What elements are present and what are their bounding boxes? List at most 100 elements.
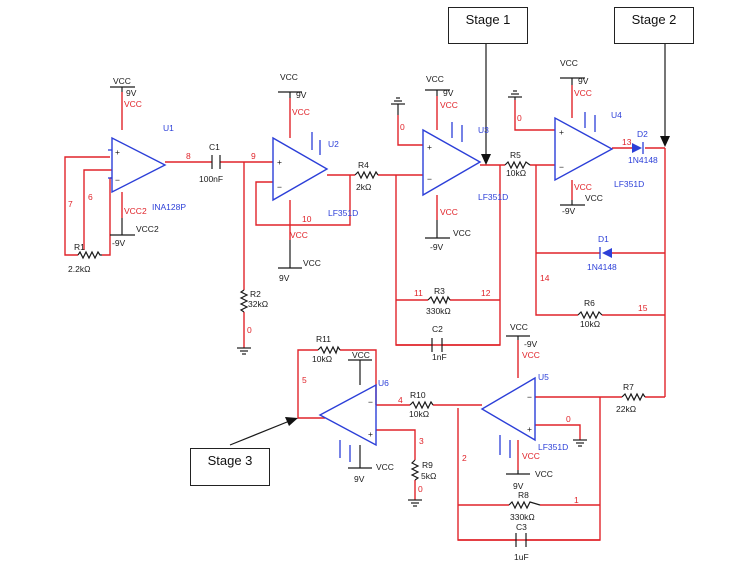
- net-0-u3: 0: [400, 122, 405, 132]
- u2-vcc: VCC: [280, 72, 298, 82]
- capacitors: [211, 155, 527, 547]
- d1-ref: D1: [598, 234, 609, 244]
- c3-value: 1uF: [514, 552, 529, 562]
- resistors: [77, 160, 646, 510]
- opamp-u5: −+: [480, 376, 536, 458]
- u6-vcc: VCC: [352, 350, 370, 360]
- ground-symbol-u4: [508, 90, 522, 100]
- net-5: 5: [302, 375, 307, 385]
- c1-ref: C1: [209, 142, 220, 152]
- u5-ref: U5: [538, 372, 549, 382]
- svg-text:−: −: [115, 175, 120, 185]
- u1-neg-v: -9V: [112, 238, 126, 248]
- u3-neg-v: -9V: [430, 242, 444, 252]
- opamp-u3: +−: [422, 122, 482, 197]
- net-13: 13: [622, 137, 632, 147]
- u6-neg-label: VCC: [376, 462, 394, 472]
- ground-symbol-r9: [408, 499, 422, 507]
- opamp-u1: +−: [108, 136, 167, 194]
- net-0-r9: 0: [418, 484, 423, 494]
- u5-vcc-net: VCC: [522, 350, 540, 360]
- net-11: 11: [414, 288, 423, 298]
- u5-neg-net: VCC: [522, 451, 540, 461]
- u2-neg-v: 9V: [279, 273, 290, 283]
- svg-text:+: +: [527, 424, 532, 434]
- u2-vcc-net: VCC: [292, 107, 310, 117]
- ground-symbol-u3: [391, 97, 405, 115]
- net-0-r2: 0: [247, 325, 252, 335]
- r1-ref: R1: [74, 242, 85, 252]
- ground-symbol-r2: [237, 347, 251, 355]
- u1-vcc2: VCC2: [136, 224, 159, 234]
- net-14: 14: [540, 273, 550, 283]
- svg-text:−: −: [427, 174, 432, 184]
- r2-value: 32kΩ: [248, 299, 268, 309]
- u4-model: LF351D: [614, 179, 644, 189]
- u4-neg-label: VCC: [585, 193, 603, 203]
- net-15: 15: [638, 303, 648, 313]
- diodes: [599, 142, 644, 259]
- r4-value: 2kΩ: [356, 182, 371, 192]
- stage1-callout: Stage 1: [448, 7, 528, 44]
- d2-ref: D2: [637, 129, 648, 139]
- net-8: 8: [186, 151, 191, 161]
- c3-ref: C3: [516, 522, 527, 532]
- u3-vcc-net: VCC: [440, 100, 458, 110]
- u1-ref: U1: [163, 123, 174, 133]
- svg-text:+: +: [559, 127, 564, 137]
- r2-ref: R2: [250, 289, 261, 299]
- u1-vcc: VCC: [113, 76, 131, 86]
- r7-value: 22kΩ: [616, 404, 636, 414]
- c1-value: 100nF: [199, 174, 223, 184]
- u1-model: INA128P: [152, 202, 186, 212]
- u2-9v: 9V: [296, 90, 307, 100]
- svg-text:+: +: [427, 142, 432, 152]
- u2-neg-label: VCC: [303, 258, 321, 268]
- r8-value: 330kΩ: [510, 512, 535, 522]
- opamp-u4: +−: [554, 112, 614, 182]
- r4-ref: R4: [358, 160, 369, 170]
- net-12: 12: [481, 288, 491, 298]
- net-9: 9: [251, 151, 256, 161]
- svg-text:+: +: [115, 147, 120, 157]
- r3-ref: R3: [434, 286, 445, 296]
- u2-neg-net: VCC: [290, 230, 308, 240]
- u5-vcc: VCC: [510, 322, 528, 332]
- ground-symbol-u5: [573, 439, 587, 447]
- net-0-u4: 0: [517, 113, 522, 123]
- r11-ref: R11: [316, 334, 331, 344]
- u5-neg-v: 9V: [513, 481, 524, 491]
- u4-vcc-net: VCC: [574, 88, 592, 98]
- r8-ref: R8: [518, 490, 529, 500]
- c2-value: 1nF: [432, 352, 447, 362]
- u1-9v: 9V: [126, 88, 137, 98]
- r10-value: 10kΩ: [409, 409, 429, 419]
- r6-value: 10kΩ: [580, 319, 600, 329]
- u6-neg-v: 9V: [354, 474, 365, 484]
- u4-neg-net: VCC: [574, 182, 592, 192]
- u6-ref: U6: [378, 378, 389, 388]
- d1-model: 1N4148: [587, 262, 617, 272]
- net-7: 7: [68, 199, 73, 209]
- u4-neg-v: -9V: [562, 206, 576, 216]
- r9-ref: R9: [422, 460, 433, 470]
- svg-text:−: −: [527, 392, 532, 402]
- r1-value: 2.2kΩ: [68, 264, 90, 274]
- wires: [64, 85, 666, 541]
- supply-stubs: [110, 77, 587, 507]
- c2-ref: C2: [432, 324, 443, 334]
- r5-ref: R5: [510, 150, 521, 160]
- u3-9v: 9V: [443, 88, 454, 98]
- u2-ref: U2: [328, 139, 339, 149]
- u3-ref: U3: [478, 125, 489, 135]
- net-2: 2: [462, 453, 467, 463]
- u4-ref: U4: [611, 110, 622, 120]
- d2-model: 1N4148: [628, 155, 658, 165]
- u4-9v: 9V: [578, 76, 589, 86]
- u3-vcc: VCC: [426, 74, 444, 84]
- net-0-u5: 0: [566, 414, 571, 424]
- u3-neg-net: VCC: [440, 207, 458, 217]
- stage2-callout: Stage 2: [614, 7, 694, 44]
- svg-text:+: +: [277, 157, 282, 167]
- net-1: 1: [574, 495, 579, 505]
